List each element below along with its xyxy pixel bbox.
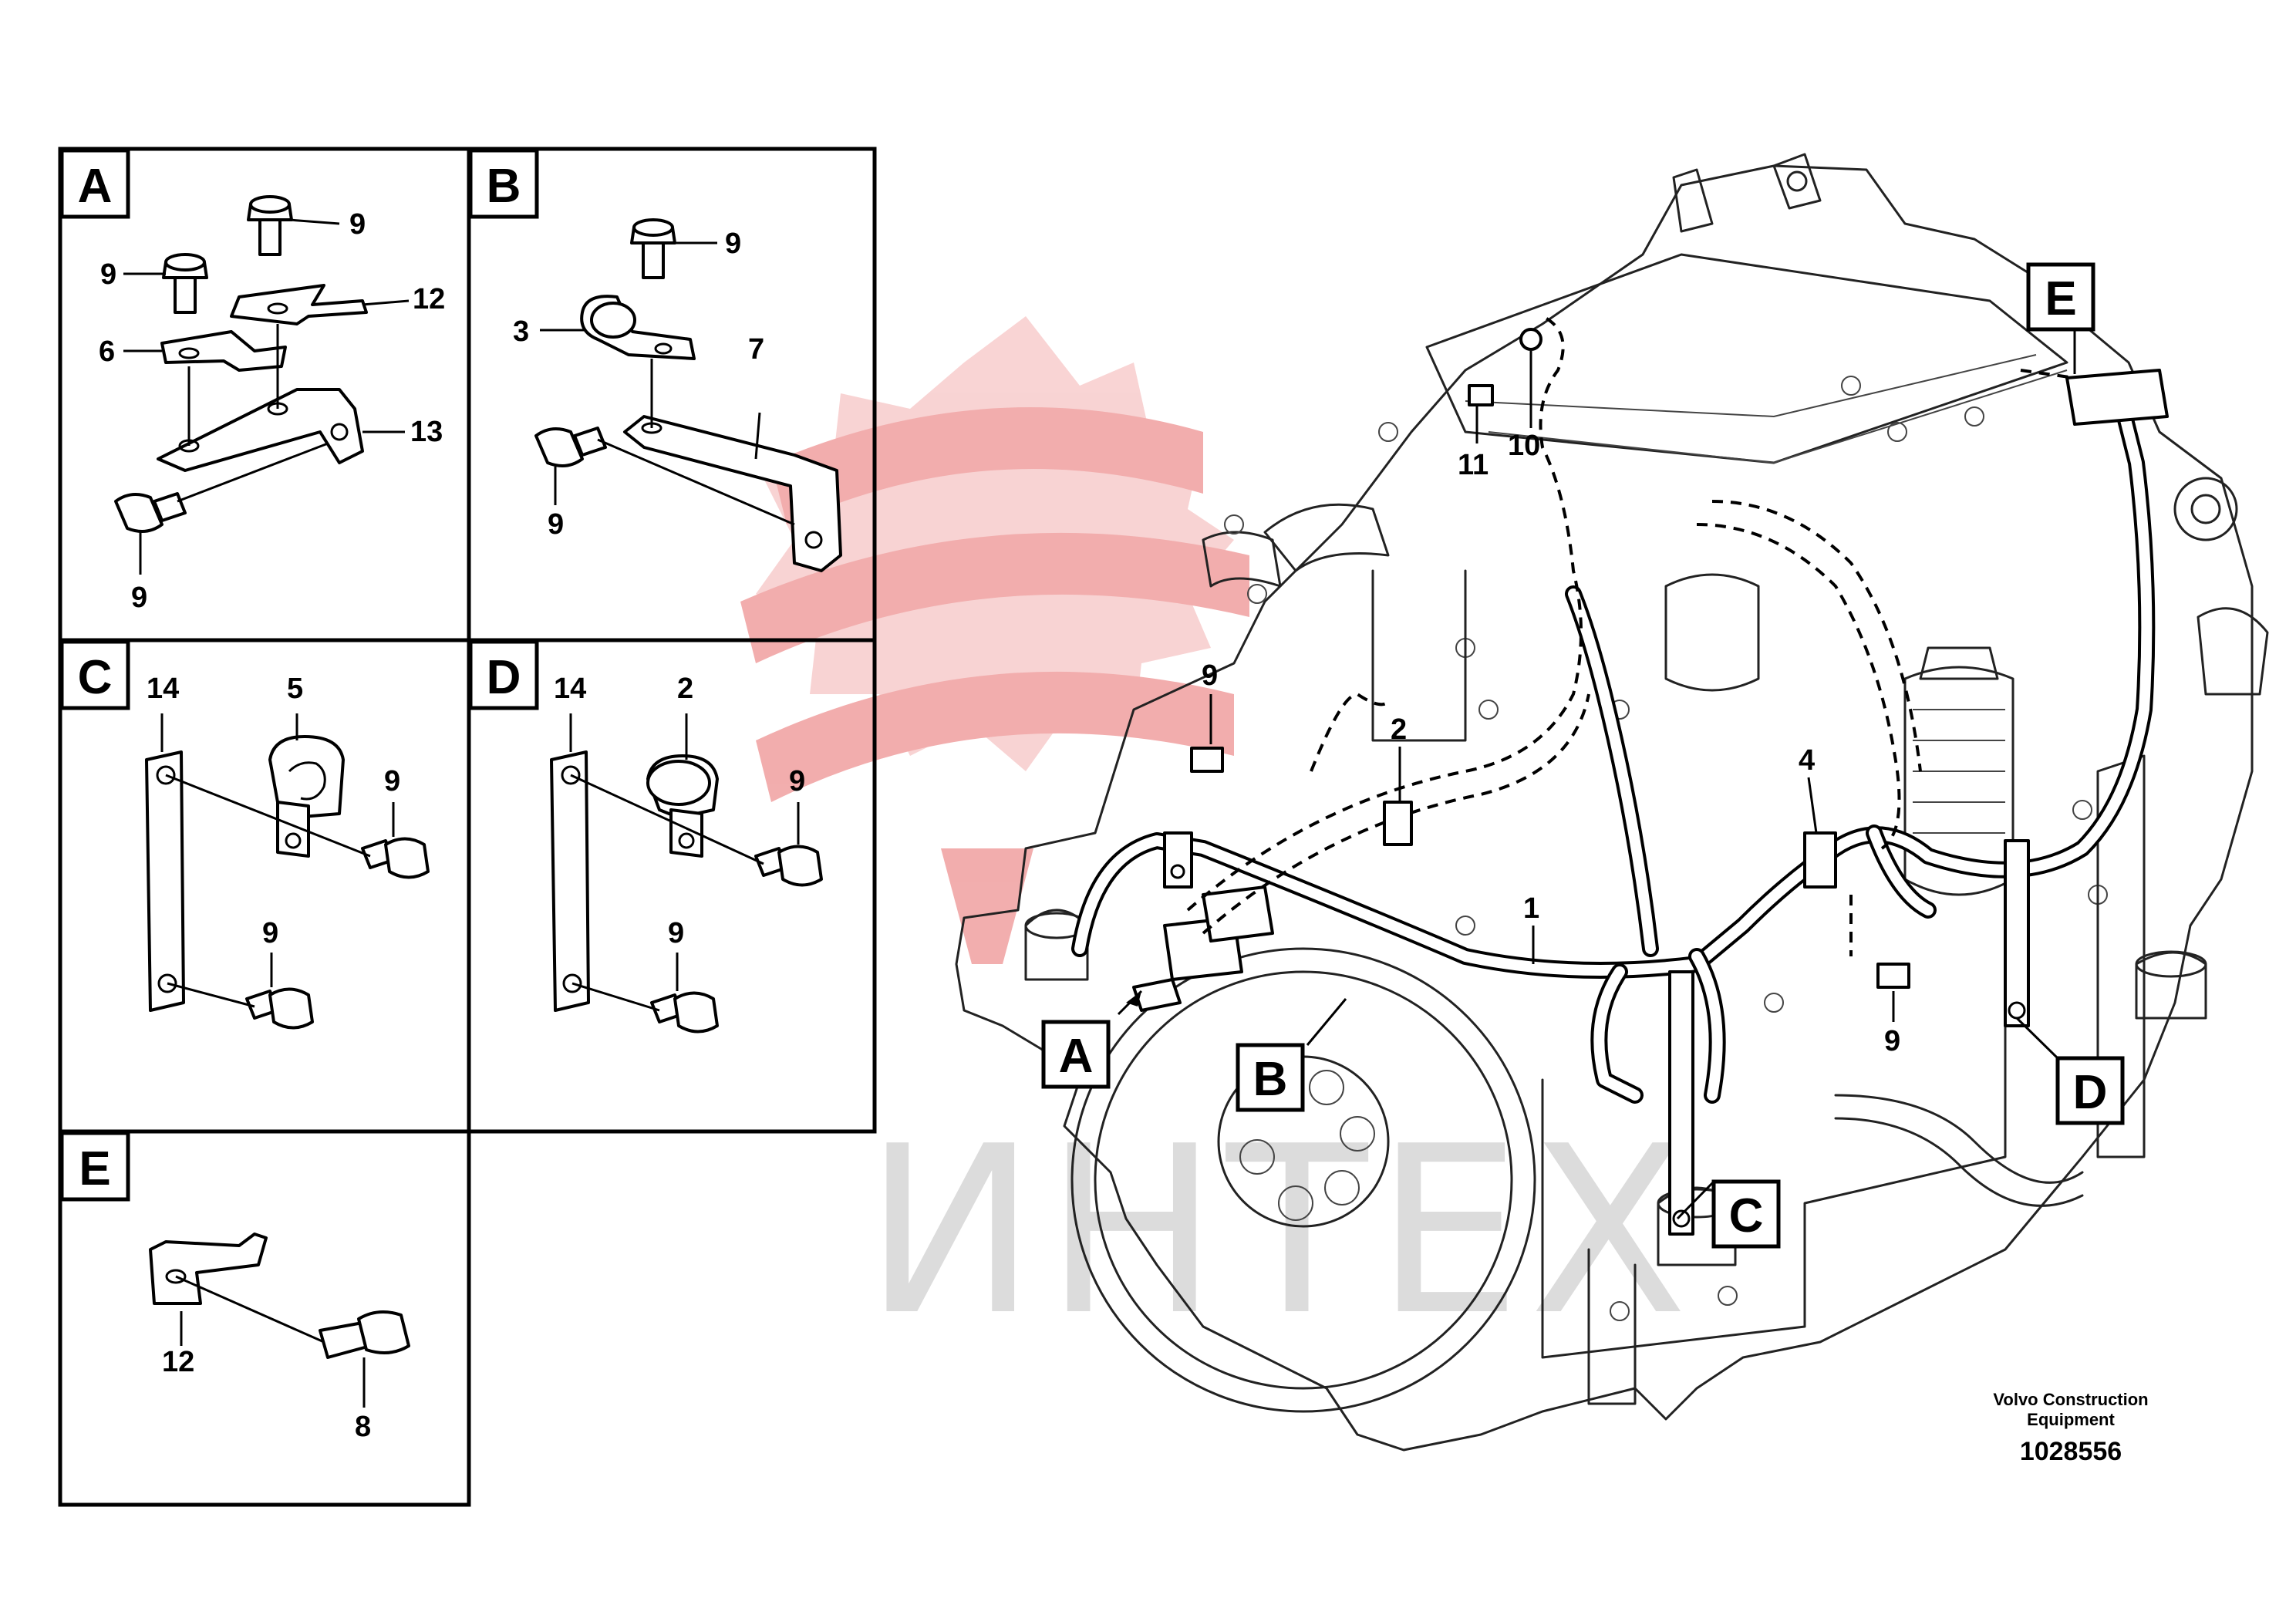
panel-d-letter-box: D xyxy=(468,639,539,710)
wiring-harness xyxy=(1071,315,2169,1236)
panel-b-label-3: 3 xyxy=(513,315,529,348)
panel-c-letter: C xyxy=(78,651,113,704)
main-callout-d-letter: D xyxy=(2073,1066,2108,1119)
panel-b-label-9-bottom: 9 xyxy=(548,508,564,541)
panel-a-label-13: 13 xyxy=(410,416,443,448)
main-label-9-lower: 9 xyxy=(1884,1025,1900,1057)
main-callout-e-letter: E xyxy=(2045,272,2076,325)
panel-d-letter: D xyxy=(487,651,521,704)
panel-a-label-9-top: 9 xyxy=(349,208,366,241)
main-label-2: 2 xyxy=(1391,713,1407,746)
panel-d-label-9-upper: 9 xyxy=(789,765,805,798)
panel-c-parts xyxy=(145,713,430,1030)
document-number: 1028556 xyxy=(2020,1437,2122,1466)
panel-d-label-9-lower: 9 xyxy=(668,917,684,949)
credit-line-1: Volvo Construction xyxy=(1993,1390,2148,1409)
main-label-4: 4 xyxy=(1799,744,1815,777)
main-label-1: 1 xyxy=(1523,892,1539,925)
panel-e-letter: E xyxy=(79,1142,110,1195)
main-label-10: 10 xyxy=(1508,430,1540,462)
panel-a-letter-box: A xyxy=(59,148,130,219)
panel-a-label-9-bottom: 9 xyxy=(131,582,147,614)
panel-e-letter-box: E xyxy=(59,1131,130,1202)
panel-e-label-12: 12 xyxy=(162,1346,194,1378)
panel-a-label-6: 6 xyxy=(99,336,115,368)
panel-a-label-9-left: 9 xyxy=(100,258,116,291)
panel-e-parts xyxy=(149,1233,410,1408)
main-callout-b-letter: B xyxy=(1253,1053,1288,1106)
main-callout-d: D xyxy=(2015,1017,2125,1125)
main-label-9-upper: 9 xyxy=(1202,659,1218,692)
panel-b-label-7: 7 xyxy=(748,333,764,366)
main-callout-c-letter: C xyxy=(1729,1189,1764,1243)
panel-a-letter: A xyxy=(78,160,113,213)
panel-c-label-14: 14 xyxy=(147,673,179,705)
panel-a-label-12: 12 xyxy=(413,283,445,315)
panel-d-label-2: 2 xyxy=(677,673,693,705)
panel-b-parts xyxy=(534,218,842,572)
panel-e-label-8: 8 xyxy=(355,1411,371,1443)
panel-c-letter-box: C xyxy=(59,639,130,710)
panel-d-parts xyxy=(550,713,823,1034)
main-callout-a-letter: A xyxy=(1059,1030,1094,1083)
main-label-11: 11 xyxy=(1458,449,1489,481)
main-leaders xyxy=(1209,351,1895,1022)
watermark-text: ИНТЕХ xyxy=(864,1097,1695,1366)
main-callout-c: C xyxy=(1676,1179,1781,1249)
panel-a-parts xyxy=(114,195,410,575)
panel-c-label-9-lower: 9 xyxy=(262,917,278,949)
panel-b-letter: B xyxy=(487,160,521,213)
panel-d-label-14: 14 xyxy=(554,673,586,705)
panel-b-label-9-top: 9 xyxy=(725,228,741,260)
credit-line-2: Equipment xyxy=(2027,1410,2115,1429)
panel-b-letter-box: B xyxy=(468,148,539,219)
main-callout-b: B xyxy=(1236,998,1347,1112)
panel-c-label-9-upper: 9 xyxy=(384,765,400,798)
main-callout-e: E xyxy=(2026,262,2095,374)
panel-c-label-5: 5 xyxy=(287,673,303,705)
main-callout-a: A xyxy=(1041,990,1143,1089)
